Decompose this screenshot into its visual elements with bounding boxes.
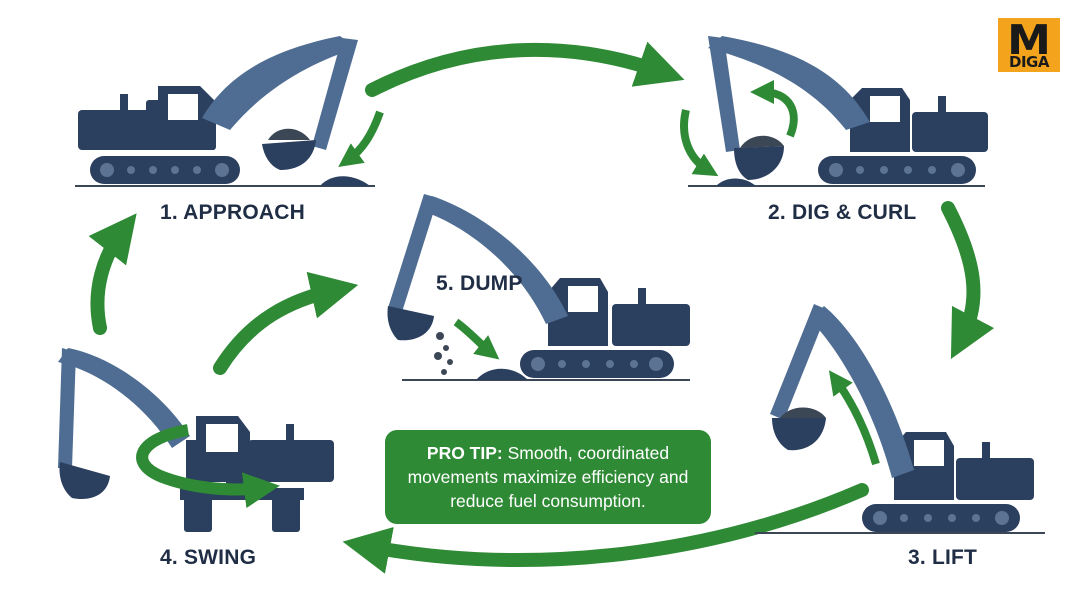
pro-tip-prefix: PRO TIP: <box>426 443 503 463</box>
dirt <box>780 407 826 418</box>
stick <box>58 348 76 468</box>
arrow-dig <box>680 109 719 177</box>
excavator-dump <box>387 194 690 380</box>
bucket <box>772 418 826 451</box>
arrow-lift-to-swing <box>342 483 869 574</box>
arrow-swing-rotation <box>136 424 280 509</box>
brand-logo: M DIGA <box>998 17 1060 72</box>
arrow-dump <box>453 318 500 360</box>
arrow-dig-to-lift <box>941 201 995 360</box>
stick <box>708 36 740 152</box>
dirt <box>268 128 310 140</box>
pro-tip-text: Smooth, coordinated movements maximize e… <box>407 443 689 511</box>
excavator-lift <box>770 304 1034 532</box>
excavator-swing <box>58 348 334 532</box>
excavator-dig <box>708 36 988 186</box>
logo-brand: DIGA <box>998 54 1060 70</box>
excavator-approach <box>78 36 370 186</box>
arrow-lift <box>828 370 880 466</box>
step-label-approach: 1. APPROACH <box>160 201 305 224</box>
dirt-pile <box>476 368 528 380</box>
arrow-approach-to-dig <box>365 41 685 97</box>
dirt-pile <box>716 178 756 186</box>
boom <box>708 36 870 130</box>
boom <box>58 348 190 448</box>
step-label-swing: 4. SWING <box>160 546 257 569</box>
arrow-bucket-approach <box>338 110 384 167</box>
step-label-dig-curl: 2. DIG & CURL <box>768 201 917 224</box>
arrow-swing-to-dump <box>213 271 359 375</box>
cycle-arrows <box>88 41 995 574</box>
boom <box>810 306 914 478</box>
bucket <box>734 146 784 180</box>
bucket <box>387 306 434 341</box>
stick <box>770 304 828 420</box>
stick <box>312 38 358 150</box>
boom <box>202 36 356 130</box>
pro-tip-box: PRO TIP: Smooth, coordinated movements m… <box>385 430 711 524</box>
stick <box>388 194 438 312</box>
arrow-swing-to-approach <box>88 213 137 335</box>
dirt <box>740 135 784 148</box>
step-label-dump: 5. DUMP <box>436 272 523 295</box>
track <box>90 156 240 184</box>
step-label-lift: 3. LIFT <box>908 546 978 569</box>
bucket <box>59 462 110 500</box>
falling-dirt <box>434 332 453 375</box>
arrow-curl <box>750 80 798 138</box>
dirt-pile <box>320 176 370 186</box>
boom <box>420 196 568 324</box>
bucket <box>262 140 316 170</box>
